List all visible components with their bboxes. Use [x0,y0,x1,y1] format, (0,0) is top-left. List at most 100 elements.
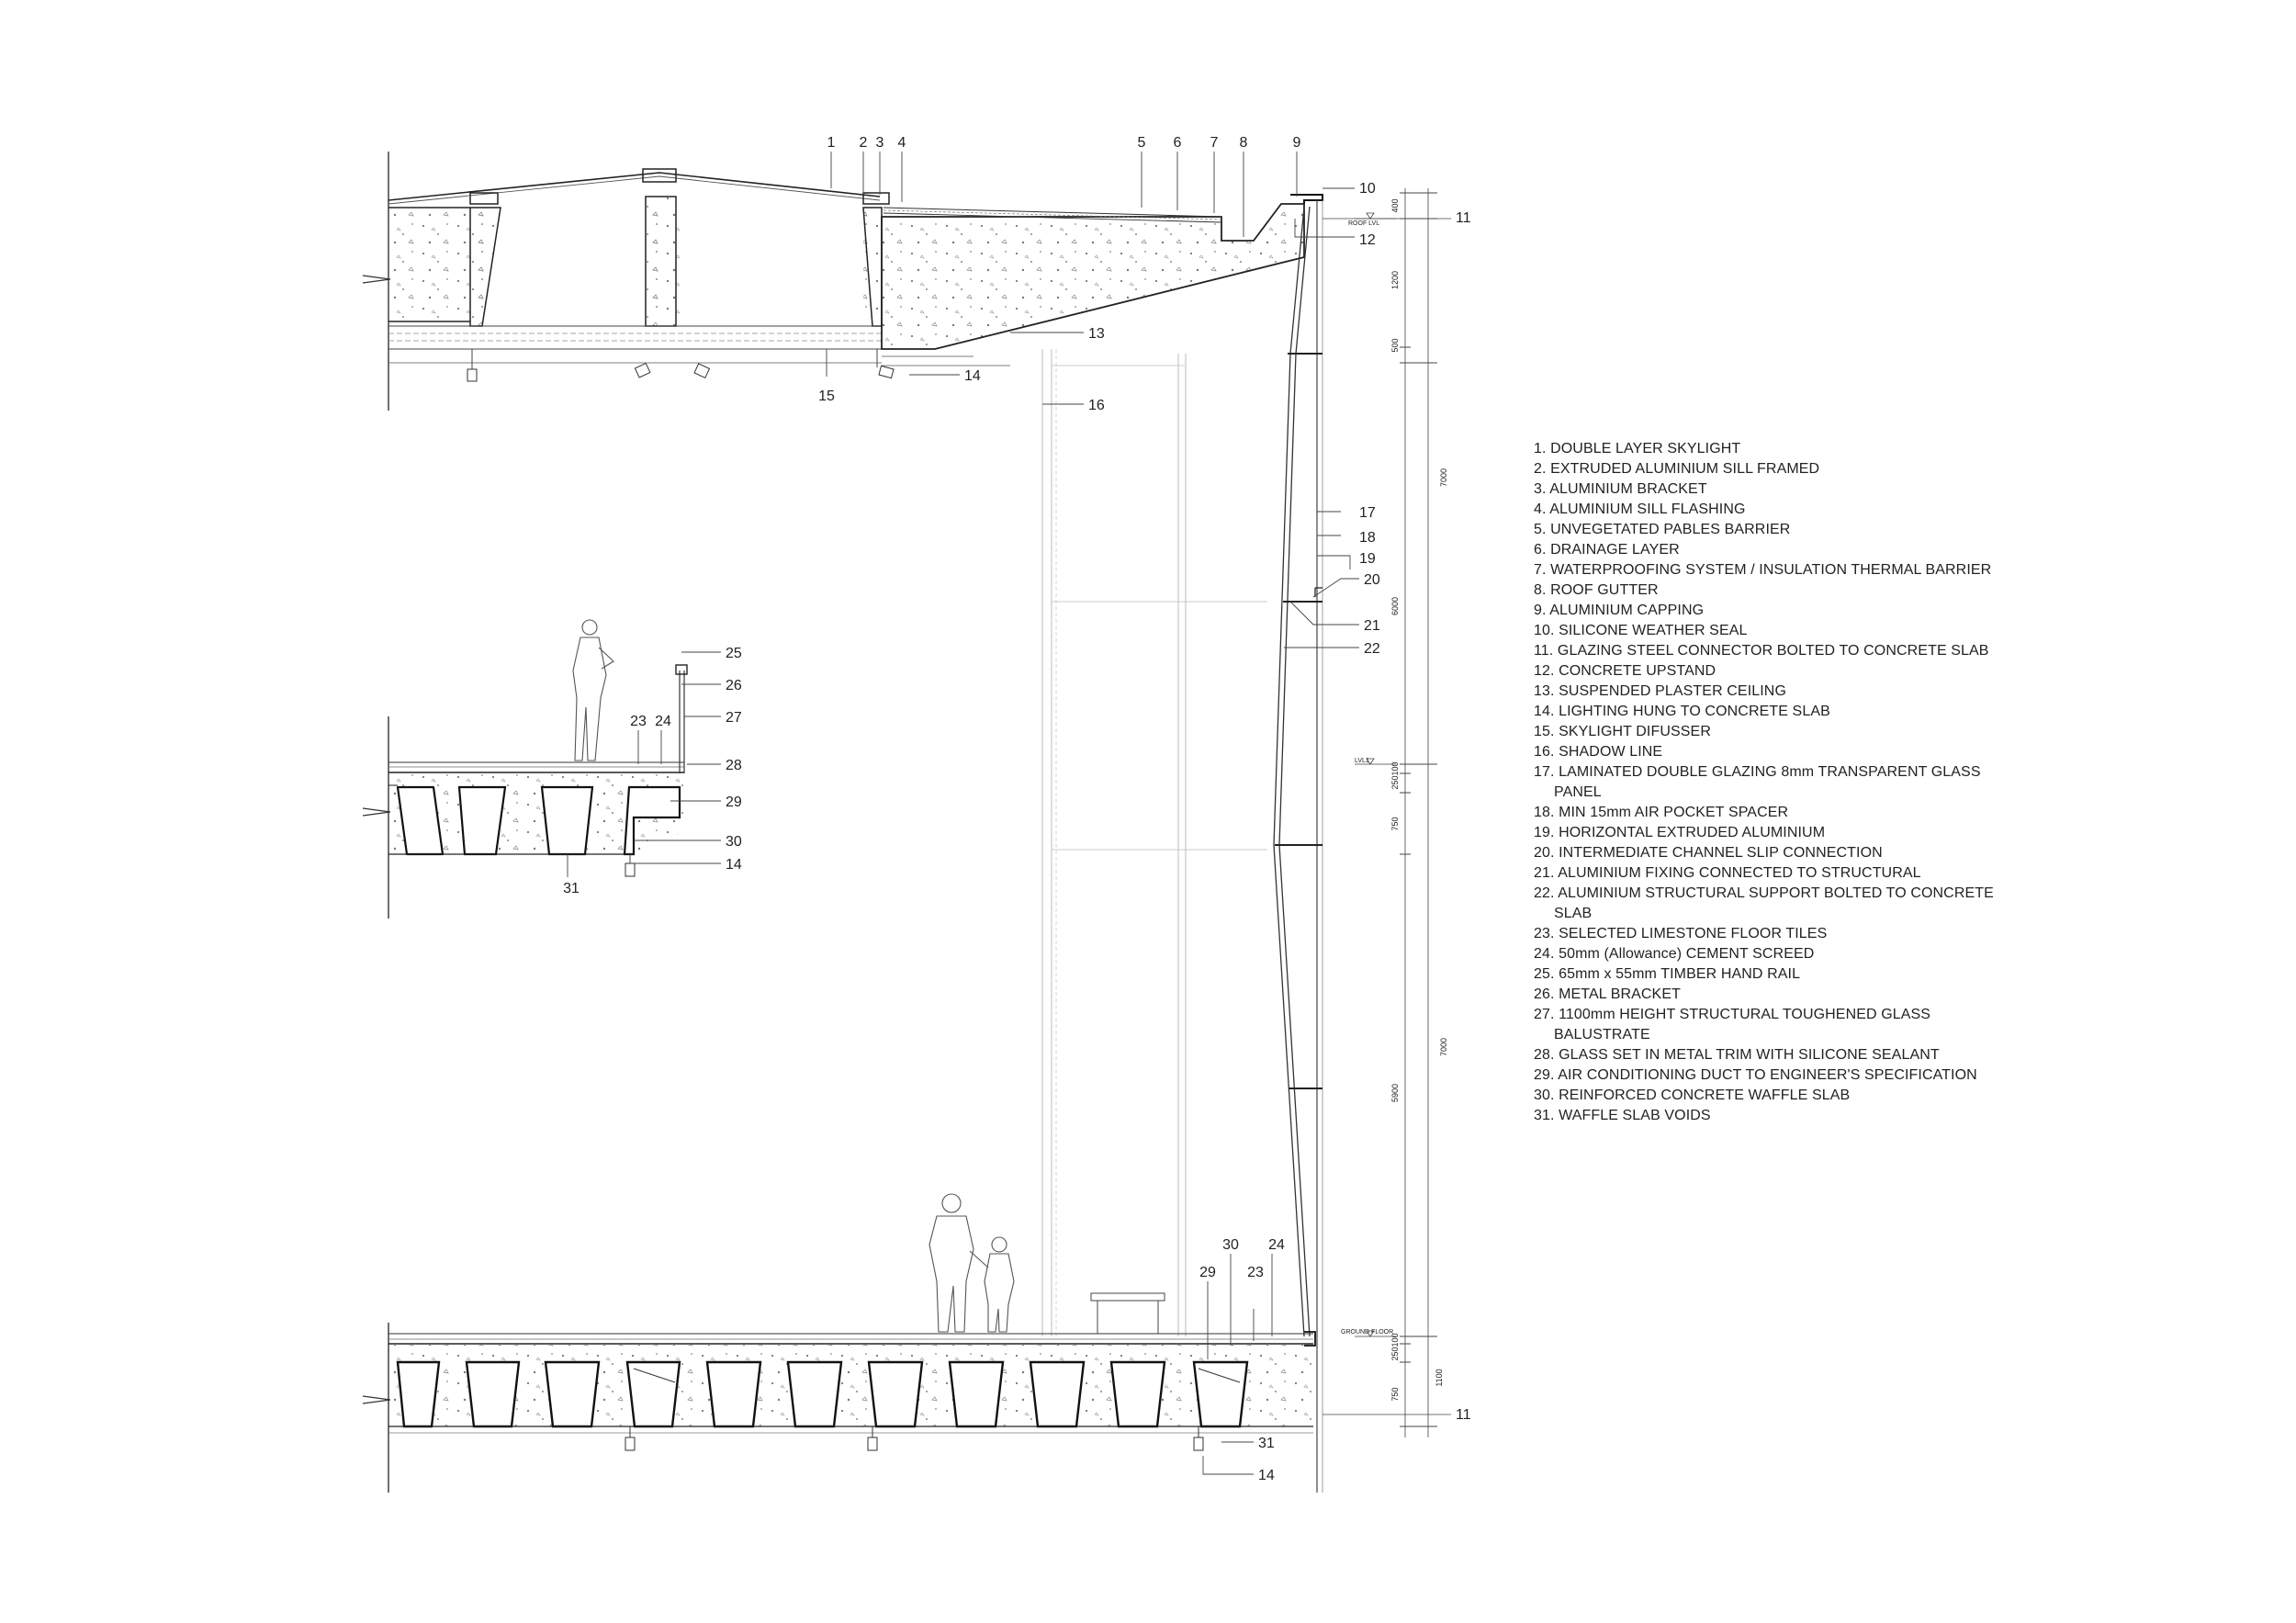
dim-1200: 1200 [1390,271,1400,289]
legend-item: 23. SELECTED LIMESTONE FLOOR TILES [1534,926,1828,941]
leader-lines [567,152,1359,1475]
legend-item: 22. ALUMINIUM STRUCTURAL SUPPORT BOLTED … [1534,885,1994,921]
legend-item: 30. REINFORCED CONCRETE WAFFLE SLAB [1534,1088,1851,1103]
legend-item: 7. WATERPROOFING SYSTEM / INSULATION THE… [1534,562,1992,578]
callout-13: 13 [1088,326,1105,342]
facade-glazing [1273,200,1323,1493]
callout-10: 10 [1359,181,1376,197]
legend-item: 3. ALUMINIUM BRACKET [1534,481,1707,497]
callout-19: 19 [1359,551,1376,567]
section-drawing: 400 1200 500 7000 6000 250 100 750 7000 … [362,135,1471,1493]
callout-29-gnd: 29 [1199,1265,1216,1280]
callout-labels: 1 2 3 4 5 6 7 8 9 10 11 12 13 14 15 16 1… [563,135,1471,1483]
legend-item: 25. 65mm x 55mm TIMBER HAND RAIL [1534,966,1801,982]
legend-item: 15. SKYLIGHT DIFUSSER [1534,724,1711,739]
level-ground: GROUND FLOOR [1341,1329,1393,1336]
callout-29-mid: 29 [726,795,742,810]
legend-item: 4. ALUMINIUM SILL FLASHING [1534,502,1746,517]
callout-25: 25 [726,646,742,661]
legend-item: 5. UNVEGETATED PABLES BARRIER [1534,522,1791,537]
dim-1100: 1100 [1435,1369,1444,1386]
light-fixtures-roof [467,349,895,382]
legend-item: 20. INTERMEDIATE CHANNEL SLIP CONNECTION [1534,845,1883,861]
callout-18: 18 [1359,530,1376,546]
dim-100-lower: 100 [1390,1333,1400,1347]
legend-item: 17. LAMINATED DOUBLE GLAZING 8mm TRANSPA… [1534,764,1981,800]
dim-400: 400 [1390,198,1400,212]
callout-9: 9 [1293,135,1301,151]
human-figures-ground [929,1193,1015,1333]
callout-23-gnd: 23 [1247,1265,1264,1280]
legend-item: 31. WAFFLE SLAB VOIDS [1534,1108,1711,1123]
callout-16: 16 [1088,398,1105,413]
roof-section [362,152,1323,411]
legend-item: 19. HORIZONTAL EXTRUDED ALUMINIUM [1534,825,1826,840]
legend-item: 2. EXTRUDED ALUMINIUM SILL FRAMED [1534,461,1820,477]
dim-750-upper: 750 [1390,817,1400,830]
legend-item: 6. DRAINAGE LAYER [1534,542,1680,558]
legend-item: 12. CONCRETE UPSTAND [1534,663,1716,679]
callout-5: 5 [1138,135,1146,151]
callout-27: 27 [726,710,742,726]
callout-23-mid: 23 [630,714,647,729]
callout-12: 12 [1359,232,1376,248]
legend-item: 9. ALUMINIUM CAPPING [1534,603,1705,618]
legend-item: 10. SILICONE WEATHER SEAL [1534,623,1748,638]
legend-item: 28. GLASS SET IN METAL TRIM WITH SILICON… [1534,1047,1940,1063]
dim-750-lower: 750 [1390,1387,1400,1401]
callout-26: 26 [726,678,742,693]
legend-list: 1. DOUBLE LAYER SKYLIGHT 2. EXTRUDED ALUM… [1534,439,2030,1126]
legend-item: 16. SHADOW LINE [1534,744,1663,760]
dimension-string [1322,188,1451,1437]
callout-14-mid: 14 [726,857,742,873]
dim-7000-upper: 7000 [1439,468,1448,487]
level-tags: ROOF LVL LVL1 GROUND FLOOR [1341,220,1393,1336]
dim-7000-lower: 7000 [1439,1038,1448,1056]
dim-500: 500 [1390,338,1400,352]
dim-250-lower: 250 [1390,1347,1400,1360]
callout-1: 1 [827,135,836,151]
callout-31-mid: 31 [563,881,580,896]
callout-15: 15 [818,389,835,404]
dim-6000: 6000 [1390,597,1400,615]
callout-24-mid: 24 [655,714,671,729]
legend-item: 24. 50mm (Allowance) CEMENT SCREED [1534,946,1815,962]
callout-24-gnd: 24 [1268,1237,1285,1253]
callout-17: 17 [1359,505,1376,521]
callout-30-gnd: 30 [1222,1237,1239,1253]
ground-floor-slab [362,1292,1316,1493]
callout-11-top: 11 [1456,210,1471,226]
double-layer-skylight [388,172,881,201]
callout-21: 21 [1364,618,1380,634]
legend-item: 29. AIR CONDITIONING DUCT TO ENGINEER'S … [1534,1067,1977,1083]
curtain-wall-frame [1041,349,1267,1336]
legend-item: 13. SUSPENDED PLASTER CEILING [1534,683,1786,699]
legend-item: 8. ROOF GUTTER [1534,582,1659,598]
callout-8: 8 [1240,135,1248,151]
callout-22: 22 [1364,641,1380,657]
legend-item: 26. METAL BRACKET [1534,986,1681,1002]
callout-14-roof: 14 [964,368,981,384]
legend-item: 1. DOUBLE LAYER SKYLIGHT [1534,441,1741,456]
bench [1090,1292,1165,1334]
level-roof: ROOF LVL [1348,220,1379,227]
callout-20: 20 [1364,572,1380,588]
dim-5900: 5900 [1390,1084,1400,1102]
legend-item: 11. GLAZING STEEL CONNECTOR BOLTED TO CO… [1534,643,1989,659]
legend-item: 14. LIGHTING HUNG TO CONCRETE SLAB [1534,704,1830,719]
callout-14-gnd: 14 [1258,1468,1275,1483]
dimension-labels: 400 1200 500 7000 6000 250 100 750 7000 … [1390,198,1448,1401]
callout-30-mid: 30 [726,834,742,850]
legend-item: 21. ALUMINIUM FIXING CONNECTED TO STRUCT… [1534,865,1921,881]
callout-3: 3 [876,135,884,151]
callout-7: 7 [1210,135,1219,151]
roof-slab-right [881,203,1305,350]
dim-250-upper: 250 [1390,775,1400,789]
first-floor-slab [362,664,688,919]
human-figure-adult [572,619,614,761]
aluminium-capping [1290,194,1323,204]
callout-11-gnd: 11 [1456,1407,1471,1423]
callout-6: 6 [1174,135,1182,151]
legend-item: 18. MIN 15mm AIR POCKET SPACER [1534,805,1789,820]
callout-28: 28 [726,758,742,773]
